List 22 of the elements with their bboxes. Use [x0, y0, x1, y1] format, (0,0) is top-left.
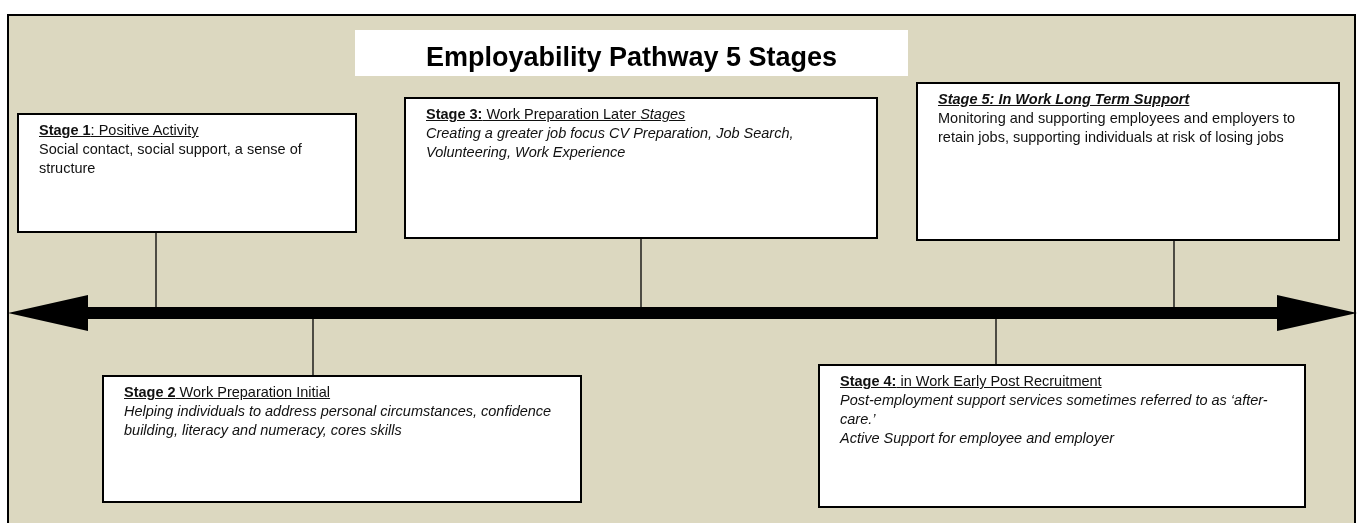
connector-line — [995, 318, 997, 365]
stage-box — [818, 364, 1306, 508]
connector-line — [155, 232, 157, 308]
connector-line — [1173, 240, 1175, 308]
stage-box — [404, 97, 878, 239]
stage-description: Post-employment support services sometimes referred to as ‘after-care.’ — [840, 391, 1269, 429]
stage-heading: Stage 1: Positive Activity — [39, 121, 200, 140]
stage-description: Monitoring and supporting employees and employers to retain jobs, supporting individuals at risk of losing jobs — [938, 109, 1297, 147]
stage-description: Social contact, social support, a sense of structure — [39, 140, 303, 178]
stage-box — [17, 113, 357, 233]
connector-line — [640, 238, 642, 308]
stage-heading: Stage 4: in Work Early Post Recruitment — [840, 372, 1103, 391]
stage-description: Creating a greater job focus CV Preparation, Job Search, Volunteering, Work Experience — [426, 124, 795, 162]
stage-description: Active Support for employee and employer — [840, 429, 1116, 448]
stage-description: Helping individuals to address personal circumstances, confidence building, literacy and numeracy, cores skills — [124, 402, 553, 440]
stage-heading: Stage 5: In Work Long Term Support — [938, 90, 1191, 109]
stage-heading: Stage 3: Work Preparation Later Stages — [426, 105, 687, 124]
connector-line — [312, 318, 314, 376]
stage-box — [102, 375, 582, 503]
stage-box — [916, 82, 1340, 241]
diagram-title: Employability Pathway 5 Stages — [425, 42, 838, 72]
stage-heading: Stage 2 Work Preparation Initial — [124, 383, 332, 402]
